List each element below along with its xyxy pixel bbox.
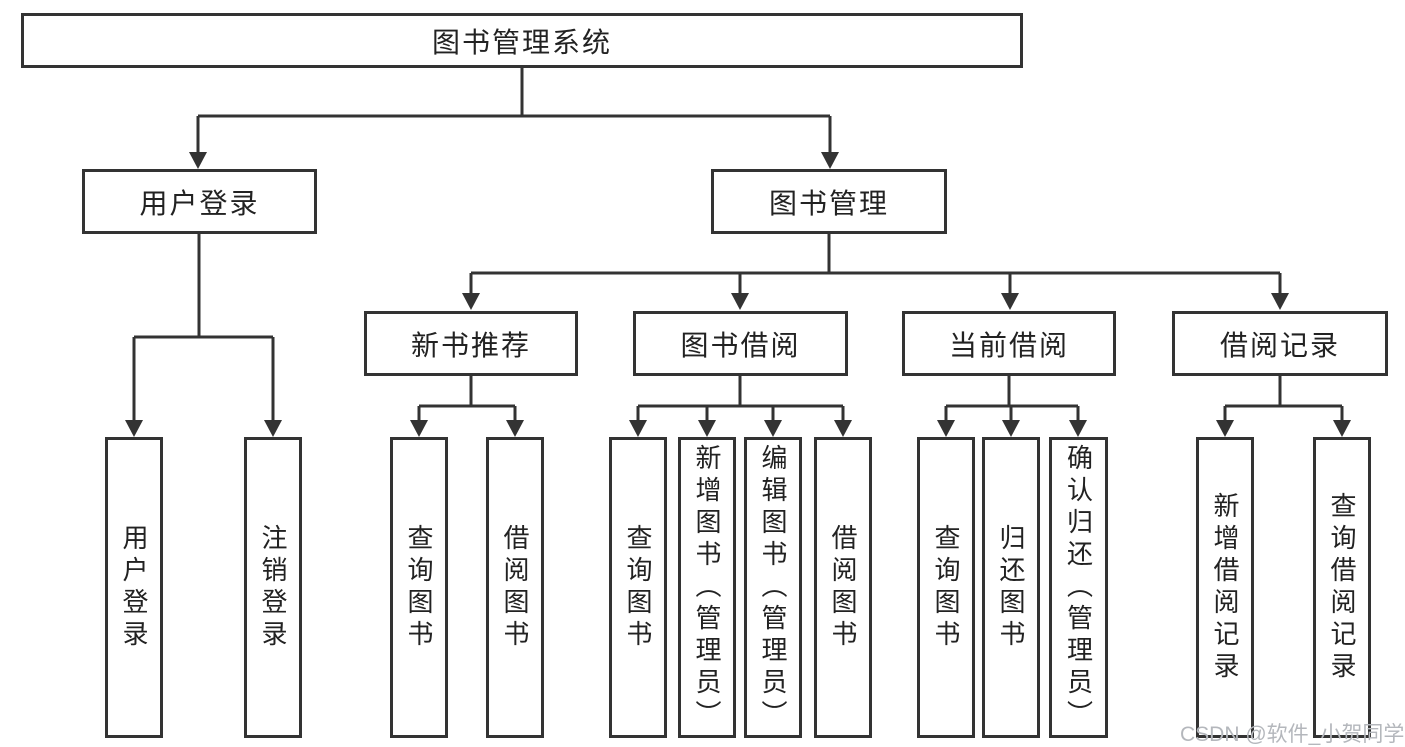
arrowhead bbox=[937, 420, 955, 437]
arrowhead bbox=[264, 420, 282, 437]
node-book-borrowing-label: 图书借阅 bbox=[680, 329, 801, 361]
leaf-borrow-borrow-books: 借阅图书 bbox=[814, 437, 872, 738]
leaf-borrow-query-books-label: 查询图书 bbox=[623, 523, 653, 652]
connector-new-book-group bbox=[417, 376, 517, 421]
node-borrowing-records: 借阅记录 bbox=[1172, 311, 1388, 376]
leaf-newbook-borrow-books-label: 借阅图书 bbox=[500, 523, 530, 652]
leaf-current-return-books-label: 归还图书 bbox=[996, 523, 1026, 652]
leaf-logout: 注销登录 bbox=[244, 437, 302, 738]
leaf-borrow-edit-books-admin-label: 编辑图书（管理员） bbox=[758, 443, 788, 732]
node-root-label: 图书管理系统 bbox=[431, 26, 612, 58]
node-book-management: 图书管理 bbox=[711, 169, 947, 234]
leaf-logout-label: 注销登录 bbox=[258, 523, 288, 652]
arrowhead bbox=[764, 420, 782, 437]
connector-root-trunk bbox=[196, 68, 832, 153]
node-new-book-recommend-label: 新书推荐 bbox=[410, 329, 531, 361]
leaf-borrow-borrow-books-label: 借阅图书 bbox=[828, 523, 858, 652]
leaf-current-return-books: 归还图书 bbox=[982, 437, 1040, 738]
arrowhead bbox=[1002, 420, 1020, 437]
leaf-borrow-query-books: 查询图书 bbox=[609, 437, 667, 738]
leaf-current-query-books: 查询图书 bbox=[917, 437, 975, 738]
node-user-login-label: 用户登录 bbox=[139, 187, 260, 219]
leaf-records-add-record-label: 新增借阅记录 bbox=[1210, 491, 1240, 684]
arrowhead bbox=[506, 420, 524, 437]
leaf-records-query-record: 查询借阅记录 bbox=[1313, 437, 1371, 738]
leaf-user-login: 用户登录 bbox=[105, 437, 163, 738]
node-current-borrowing-label: 当前借阅 bbox=[948, 329, 1069, 361]
arrowhead bbox=[731, 293, 749, 310]
node-new-book-recommend: 新书推荐 bbox=[364, 311, 578, 376]
watermark: CSDN @软件_小贺同学 bbox=[1180, 723, 1405, 746]
leaf-borrow-add-books-admin: 新增图书（管理员） bbox=[678, 437, 736, 738]
node-book-management-label: 图书管理 bbox=[768, 187, 889, 219]
leaf-newbook-query-books-label: 查询图书 bbox=[404, 523, 434, 652]
arrowhead bbox=[698, 420, 716, 437]
arrowhead bbox=[125, 420, 143, 437]
arrowhead bbox=[834, 420, 852, 437]
connector-user-login-group bbox=[132, 234, 275, 421]
node-borrowing-records-label: 借阅记录 bbox=[1219, 329, 1340, 361]
leaf-borrow-add-books-admin-label: 新增图书（管理员） bbox=[692, 443, 722, 732]
arrowhead bbox=[189, 152, 207, 169]
leaf-newbook-query-books: 查询图书 bbox=[390, 437, 448, 738]
arrowhead bbox=[1069, 420, 1087, 437]
arrowhead bbox=[821, 152, 839, 169]
leaf-user-login-label: 用户登录 bbox=[119, 523, 149, 652]
node-current-borrowing: 当前借阅 bbox=[902, 311, 1116, 376]
leaf-records-query-record-label: 查询借阅记录 bbox=[1327, 491, 1357, 684]
node-book-borrowing: 图书借阅 bbox=[633, 311, 848, 376]
arrowhead bbox=[462, 293, 480, 310]
arrowhead bbox=[1271, 293, 1289, 310]
arrowhead bbox=[1216, 420, 1234, 437]
node-root: 图书管理系统 bbox=[21, 13, 1023, 68]
leaf-current-confirm-return-admin: 确认归还（管理员） bbox=[1049, 437, 1108, 738]
leaf-newbook-borrow-books: 借阅图书 bbox=[486, 437, 544, 738]
connector-current-borrowing-group bbox=[944, 376, 1080, 421]
arrowhead bbox=[629, 420, 647, 437]
arrowhead bbox=[1001, 293, 1019, 310]
leaf-current-query-books-label: 查询图书 bbox=[931, 523, 961, 652]
leaf-borrow-edit-books-admin: 编辑图书（管理员） bbox=[744, 437, 802, 738]
connector-book-management-group bbox=[469, 234, 1282, 294]
arrowhead bbox=[410, 420, 428, 437]
node-user-login: 用户登录 bbox=[82, 169, 317, 234]
leaf-records-add-record: 新增借阅记录 bbox=[1196, 437, 1254, 738]
arrowhead bbox=[1333, 420, 1351, 437]
connector-book-borrowing-group bbox=[636, 376, 845, 421]
leaf-current-confirm-return-admin-label: 确认归还（管理员） bbox=[1063, 443, 1094, 732]
connector-borrowing-records-group bbox=[1223, 376, 1344, 421]
